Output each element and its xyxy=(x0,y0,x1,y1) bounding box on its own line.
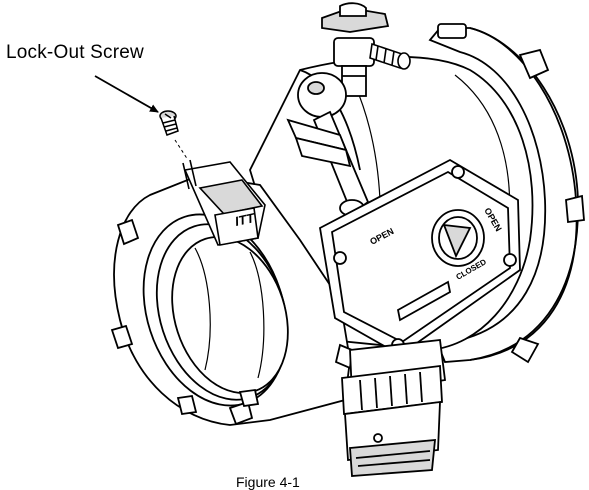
front-coupling-collar xyxy=(110,174,353,426)
collar-latch xyxy=(182,159,266,246)
lock-out-screw xyxy=(159,110,179,136)
faceplate xyxy=(319,158,521,357)
side-fitting xyxy=(369,42,411,70)
figure-caption: Figure 4-1 xyxy=(236,474,300,490)
rear-coupling-ring xyxy=(428,23,585,364)
collar-mark: ITT xyxy=(234,210,257,229)
top-cap xyxy=(321,2,390,97)
lock-out-screw-label: Lock-Out Screw xyxy=(6,42,144,63)
screw-axis-line xyxy=(174,139,189,161)
callout-arrow xyxy=(94,75,159,113)
bottom-outlet xyxy=(341,339,447,477)
